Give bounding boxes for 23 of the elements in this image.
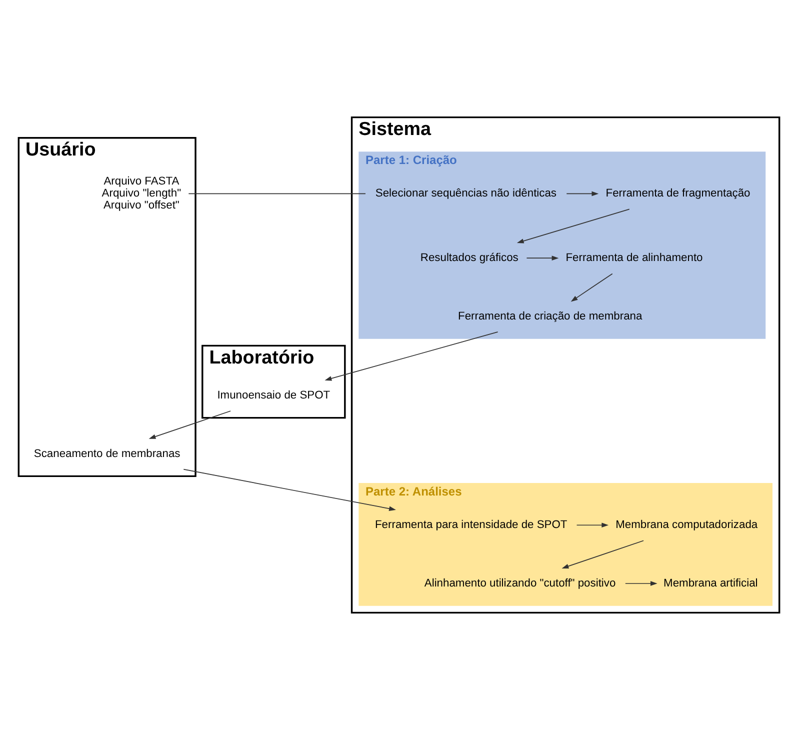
node-text: Scaneamento de membranas bbox=[34, 447, 180, 460]
node-text: Ferramenta para intensidade de SPOT bbox=[374, 518, 568, 531]
arrow bbox=[576, 522, 609, 528]
arrow bbox=[324, 331, 498, 380]
node-text: Imunoensaio de SPOT bbox=[217, 388, 330, 401]
node-text: Ferramenta de fragmentação bbox=[606, 187, 750, 200]
node-text: Selecionar sequências não idênticas bbox=[375, 187, 557, 200]
node-text: Arquivo FASTA Arquivo "length" Arquivo "offset" bbox=[102, 175, 182, 212]
arrow bbox=[183, 468, 396, 510]
connector bbox=[188, 192, 366, 194]
node-text: Resultados gráficos bbox=[420, 252, 518, 264]
arrow bbox=[624, 580, 658, 586]
arrow bbox=[148, 410, 231, 438]
node-text: Membrana computadorizada bbox=[616, 518, 758, 531]
arrow bbox=[562, 540, 644, 568]
node-text: Alinhamento utilizando "cutoff" positivo bbox=[424, 576, 616, 589]
arrow bbox=[516, 208, 630, 243]
node-text: Ferramenta de alinhamento bbox=[566, 252, 703, 264]
arrow bbox=[566, 190, 599, 196]
arrow bbox=[526, 255, 559, 260]
node-text: Ferramenta de criação de membrana bbox=[458, 310, 642, 322]
arrow bbox=[570, 272, 613, 302]
node-text: Membrana artificial bbox=[664, 576, 758, 589]
